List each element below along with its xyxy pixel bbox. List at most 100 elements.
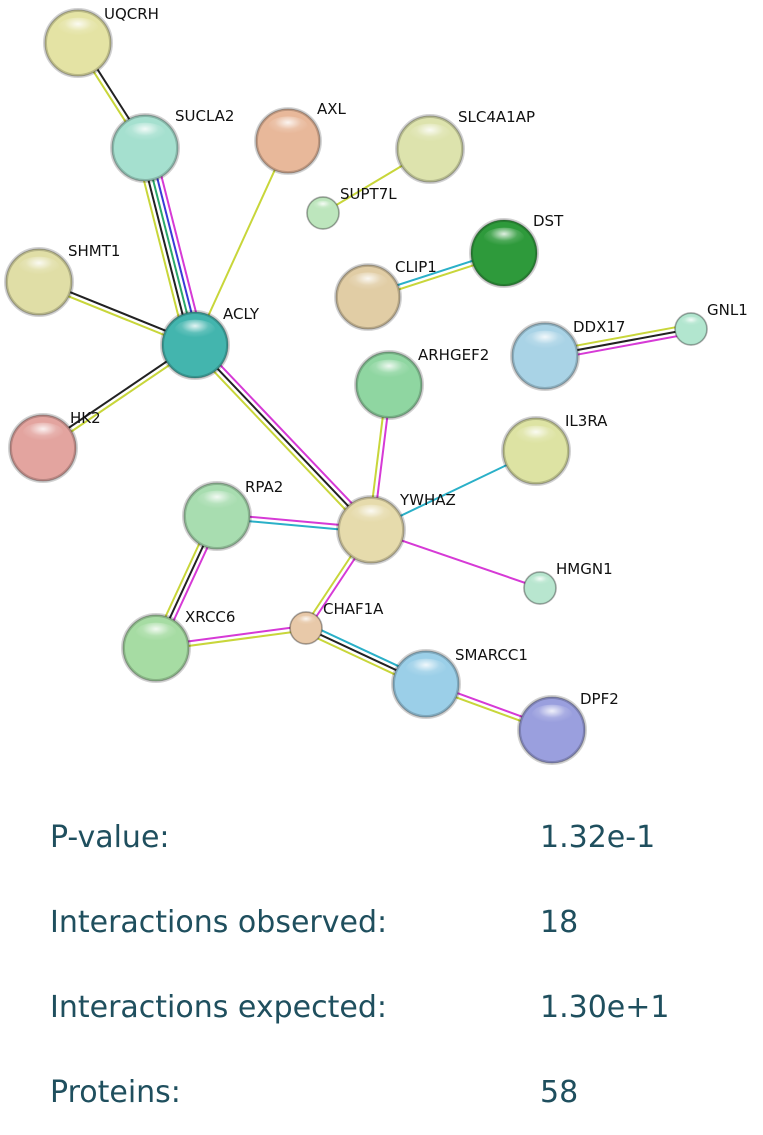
protein-node-chaf1a[interactable]: CHAF1A: [289, 600, 384, 645]
protein-node-clip1[interactable]: CLIP1: [334, 258, 437, 331]
protein-label: HK2: [70, 409, 101, 427]
node-highlight: [22, 422, 64, 444]
node-rim: [254, 107, 322, 175]
protein-label: SUCLA2: [175, 107, 234, 125]
protein-node-acly[interactable]: ACLY: [160, 305, 260, 380]
stat-value: 1.32e-1: [540, 820, 656, 855]
protein-node-gnl1[interactable]: GNL1: [674, 301, 748, 346]
protein-node-uqcrh[interactable]: UQCRH: [43, 5, 159, 78]
node-highlight: [524, 330, 566, 352]
stat-row-proteins: Proteins: 58: [0, 1075, 763, 1135]
stat-value: 58: [540, 1075, 579, 1110]
stat-row-p-value: P-value: 1.32e-1: [0, 820, 763, 880]
node-rim: [8, 413, 78, 483]
node-rim: [160, 310, 230, 380]
stat-row-interactions-expected: Interactions expected: 1.30e+1: [0, 990, 763, 1050]
node-highlight: [124, 122, 166, 144]
node-highlight: [57, 17, 99, 39]
node-highlight: [483, 227, 525, 249]
edge-line: [152, 145, 205, 344]
edge-line: [194, 344, 372, 531]
protein-label: RPA2: [245, 478, 283, 496]
node-highlight: [348, 272, 388, 293]
node-rim: [517, 695, 587, 765]
edge-line: [148, 146, 201, 345]
protein-node-shmt1[interactable]: SHMT1: [4, 242, 120, 317]
protein-node-sucla2[interactable]: SUCLA2: [110, 107, 234, 183]
node-rim: [354, 350, 424, 420]
node-highlight: [681, 316, 701, 327]
protein-label: SMARCC1: [455, 646, 528, 664]
protein-label: HMGN1: [556, 560, 613, 578]
network-stats-panel: P-value: 1.32e-1 Interactions observed: …: [0, 800, 763, 1114]
protein-label: CHAF1A: [323, 600, 384, 618]
edge-line: [144, 147, 196, 346]
node-highlight: [405, 658, 447, 680]
edge-sucla2-acly: [135, 145, 205, 348]
node-highlight: [313, 200, 333, 211]
node-highlight: [196, 490, 238, 512]
protein-node-hmgn1[interactable]: HMGN1: [523, 560, 613, 605]
protein-label: UQCRH: [104, 5, 159, 23]
protein-node-hk2[interactable]: HK2: [8, 409, 101, 483]
edge-line: [194, 140, 289, 346]
protein-label: SLC4A1AP: [458, 108, 535, 126]
node-rim: [121, 613, 191, 683]
protein-label: DPF2: [580, 690, 619, 708]
node-rim: [523, 571, 557, 605]
node-highlight: [135, 622, 177, 644]
node-highlight: [515, 425, 557, 447]
node-highlight: [268, 116, 308, 137]
protein-label: GNL1: [707, 301, 748, 319]
node-rim: [336, 495, 406, 565]
protein-label: DST: [533, 212, 564, 230]
node-rim: [306, 196, 340, 230]
node-highlight: [296, 615, 316, 626]
edge-line: [139, 148, 192, 347]
protein-node-ywhaz[interactable]: YWHAZ: [336, 491, 456, 565]
protein-nodes: UQCRH SUCLA2 AXL SLC4A1AP SUPT7L DST CLIP1 SHMT…: [4, 5, 748, 765]
protein-node-dpf2[interactable]: DPF2: [517, 690, 619, 765]
stat-row-interactions-observed: Interactions observed: 18: [0, 905, 763, 965]
protein-label: SUPT7L: [340, 185, 397, 203]
node-rim: [182, 481, 252, 551]
node-rim: [289, 611, 323, 645]
protein-label: DDX17: [573, 318, 625, 336]
protein-node-il3ra[interactable]: IL3RA: [501, 412, 608, 486]
node-rim: [510, 321, 580, 391]
stat-label: Interactions expected:: [50, 990, 387, 1025]
node-highlight: [409, 123, 451, 145]
node-rim: [4, 247, 74, 317]
edge-line: [135, 149, 188, 348]
node-rim: [674, 312, 708, 346]
protein-label: YWHAZ: [399, 491, 456, 509]
protein-node-axl[interactable]: AXL: [254, 100, 347, 175]
protein-node-dst[interactable]: DST: [469, 212, 564, 288]
protein-node-slc4a1ap[interactable]: SLC4A1AP: [395, 108, 535, 184]
node-rim: [43, 8, 113, 78]
protein-node-smarcc1[interactable]: SMARCC1: [391, 646, 528, 719]
protein-label: IL3RA: [565, 412, 608, 430]
node-rim: [395, 114, 465, 184]
protein-node-supt7l[interactable]: SUPT7L: [306, 185, 397, 230]
node-rim: [110, 113, 180, 183]
node-highlight: [350, 504, 392, 526]
edge-acly-ywhaz: [191, 341, 375, 534]
protein-label: SHMT1: [68, 242, 120, 260]
stat-label: Proteins:: [50, 1075, 181, 1110]
protein-node-arhgef2[interactable]: ARHGEF2: [354, 346, 489, 420]
stat-label: Interactions observed:: [50, 905, 388, 940]
edge-line: [191, 347, 369, 534]
protein-node-rpa2[interactable]: RPA2: [182, 478, 283, 551]
node-highlight: [530, 575, 550, 586]
node-rim: [501, 416, 571, 486]
edge-axl-acly: [194, 140, 289, 346]
stat-label: P-value:: [50, 820, 170, 855]
protein-node-ddx17[interactable]: DDX17: [510, 318, 625, 391]
protein-node-xrcc6[interactable]: XRCC6: [121, 608, 235, 683]
protein-label: AXL: [317, 100, 347, 118]
node-rim: [469, 218, 539, 288]
node-rim: [334, 263, 402, 331]
node-highlight: [531, 704, 573, 726]
protein-label: ACLY: [223, 305, 260, 323]
